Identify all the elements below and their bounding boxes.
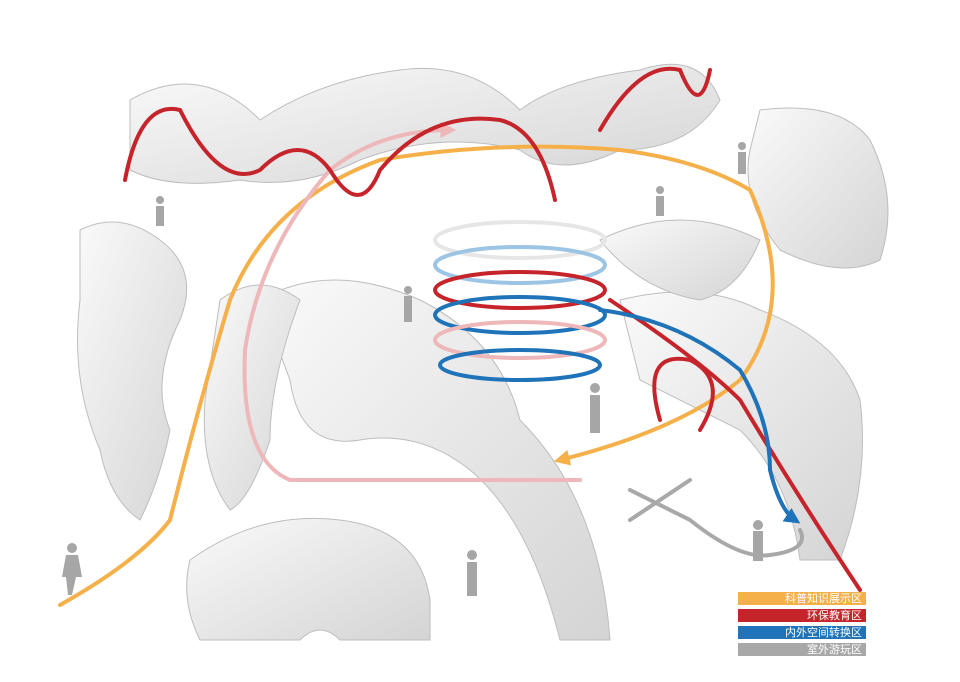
red-loop bbox=[652, 356, 715, 432]
gray-path bbox=[628, 478, 804, 558]
legend-item-gray: 室外游玩区 bbox=[738, 643, 866, 656]
spiral-ramp bbox=[433, 220, 607, 382]
red-path bbox=[123, 66, 862, 592]
people-silhouettes bbox=[62, 142, 763, 596]
legend-item-orange: 科普知识展示区 bbox=[738, 592, 866, 605]
legend-item-red: 环保教育区 bbox=[738, 609, 866, 622]
legend-item-blue: 内外空间转换区 bbox=[738, 626, 866, 639]
pink-path bbox=[242, 122, 582, 483]
shell-surfaces bbox=[77, 63, 889, 641]
circulation-paths bbox=[58, 66, 862, 607]
legend: 科普知识展示区 环保教育区 内外空间转换区 室外游玩区 bbox=[738, 592, 866, 660]
orange-path bbox=[58, 144, 775, 607]
blue-path bbox=[598, 308, 801, 524]
